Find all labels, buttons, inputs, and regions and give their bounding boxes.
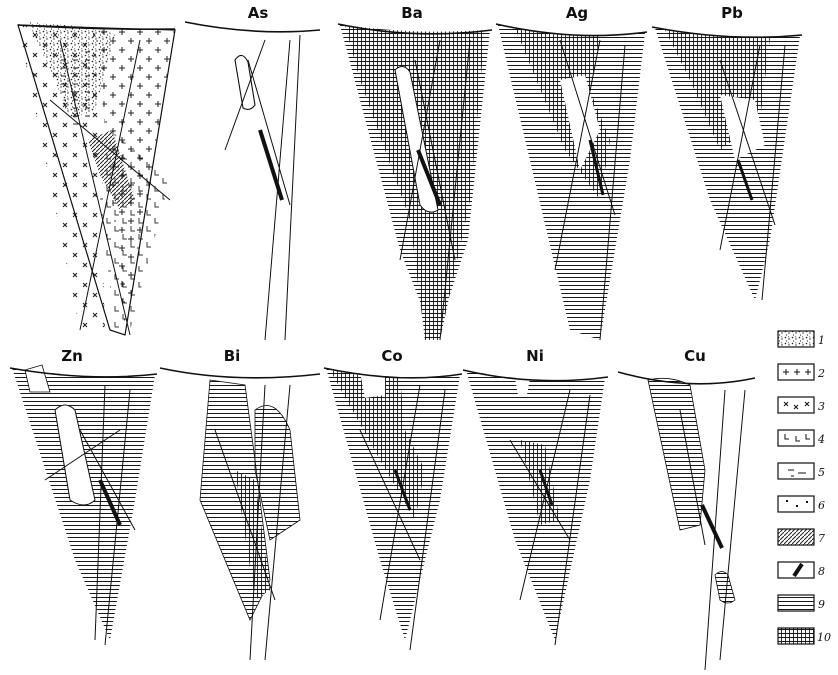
panel-label: Cu [684, 347, 706, 365]
panel-label: Ni [526, 347, 544, 365]
panel-label: Pb [721, 4, 743, 22]
panel-lithology [18, 22, 175, 335]
panel-ni: Ni [463, 347, 608, 645]
dot-glyph [796, 505, 798, 507]
legend-swatch [778, 529, 814, 545]
panel-label: Ba [401, 4, 423, 22]
legend-swatch [778, 496, 814, 512]
surface-line [160, 368, 320, 378]
panel-as: As [185, 4, 320, 340]
legend-swatch [778, 463, 814, 479]
surface-line [618, 372, 755, 384]
fault-line [225, 35, 300, 340]
legend-number: 1 [818, 334, 825, 347]
legend-item-9: 9 [778, 595, 825, 611]
panel-cu: Cu [618, 347, 755, 670]
dot-glyph [806, 501, 808, 503]
legend-item-1: 1 [778, 331, 825, 347]
panel-ba: Ba [338, 4, 492, 340]
legend-number: 3 [818, 400, 825, 413]
legend-number: 9 [818, 598, 825, 611]
legend-number: 5 [818, 466, 825, 479]
panel-bi: Bi [160, 347, 320, 660]
legend-item-10: 10 [778, 628, 831, 644]
panel-label: Zn [61, 347, 83, 365]
vein [702, 505, 722, 548]
panel-label: Co [381, 347, 402, 365]
zn-blank [25, 365, 50, 392]
legend-number: 4 [817, 433, 825, 446]
panel-label: Bi [224, 347, 241, 365]
legend-swatch [778, 331, 814, 347]
legend-item-6: 6 [778, 496, 825, 512]
legend-number: 8 [818, 565, 825, 578]
cu-hlines-zone [648, 378, 705, 530]
legend-number: 10 [817, 631, 831, 644]
legend: 1 2 3 4 5 6 7 [778, 331, 831, 644]
surface-line [185, 22, 320, 32]
panel-label: As [248, 4, 269, 22]
as-anomaly [235, 55, 255, 109]
legend-swatch [778, 595, 814, 611]
dot-glyph [786, 500, 788, 502]
cu-lower-body [715, 572, 735, 604]
legend-item-2: 2 [778, 364, 825, 380]
panel-co: Co [324, 347, 462, 650]
legend-item-4: 4 [778, 430, 825, 446]
ba-grid-zone [345, 25, 485, 340]
legend-item-5: 5 [778, 463, 825, 479]
legend-item-7: 7 [778, 529, 825, 545]
legend-number: 7 [818, 532, 825, 545]
panel-ag: Ag [496, 4, 647, 340]
legend-number: 6 [818, 499, 825, 512]
legend-item-3: 3 [778, 397, 825, 413]
legend-number: 2 [817, 367, 825, 380]
legend-swatch [778, 628, 814, 644]
legend-item-8: 8 [778, 562, 825, 578]
panel-zn: Zn [10, 347, 157, 645]
panel-pb: Pb [652, 4, 802, 300]
panel-label: Ag [566, 4, 588, 22]
